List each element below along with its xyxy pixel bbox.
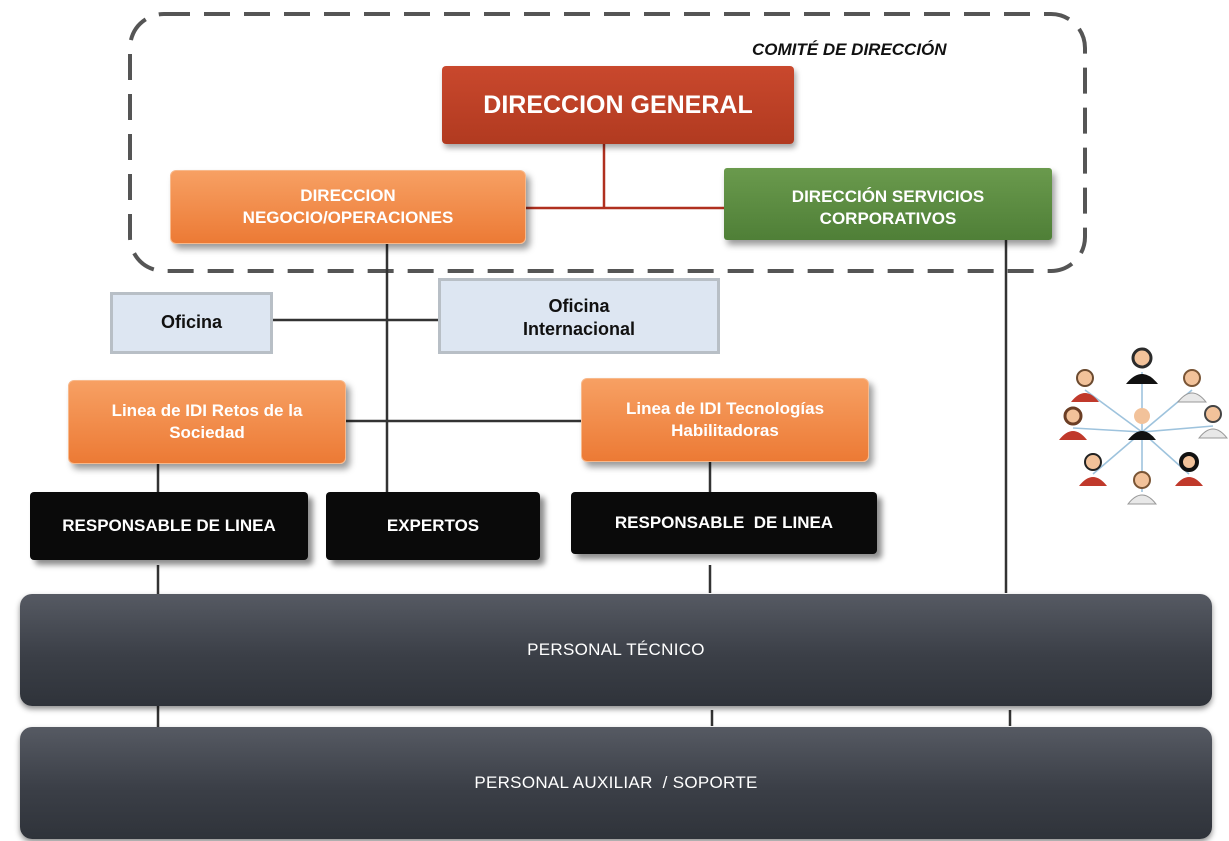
node-responsable-de-linea-2: RESPONSABLE DE LINEA xyxy=(571,492,877,554)
committee-label: COMITÉ DE DIRECCIÓN xyxy=(752,40,947,59)
node-direccion-servicios-corporativos: DIRECCIÓN SERVICIOS CORPORATIVOS xyxy=(724,168,1052,240)
person-lower-left-icon xyxy=(1079,453,1107,486)
team-network-icon xyxy=(1059,347,1229,505)
node-direccion-general: DIRECCION GENERAL xyxy=(442,66,794,144)
node-direccion-negocio-operaciones: DIRECCION NEGOCIO/OPERACIONES xyxy=(170,170,526,244)
person-lower-right-icon xyxy=(1175,452,1203,486)
node-oficina: Oficina xyxy=(110,292,273,354)
node-linea-idi-retos-sociedad: Linea de IDI Retos de la Sociedad xyxy=(68,380,346,464)
person-upper-left-icon xyxy=(1071,369,1099,402)
person-right-icon xyxy=(1197,405,1229,439)
committee-frame xyxy=(128,12,1087,273)
person-bottom-icon xyxy=(1126,471,1158,505)
node-responsable-de-linea-1: RESPONSABLE DE LINEA xyxy=(30,492,308,560)
person-upper-right-icon xyxy=(1176,369,1208,403)
person-left-icon xyxy=(1059,406,1087,440)
node-personal-tecnico: PERSONAL TÉCNICO xyxy=(20,594,1212,706)
node-linea-idi-tecnologias-habilitadoras: Linea de IDI Tecnologías Habilitadoras xyxy=(581,378,869,462)
person-top-icon xyxy=(1126,347,1158,384)
node-expertos: EXPERTOS xyxy=(326,492,540,560)
node-oficina-internacional: Oficina Internacional xyxy=(438,278,720,354)
person-center-icon xyxy=(1128,408,1156,440)
node-personal-auxiliar-soporte: PERSONAL AUXILIAR / SOPORTE xyxy=(20,727,1212,839)
